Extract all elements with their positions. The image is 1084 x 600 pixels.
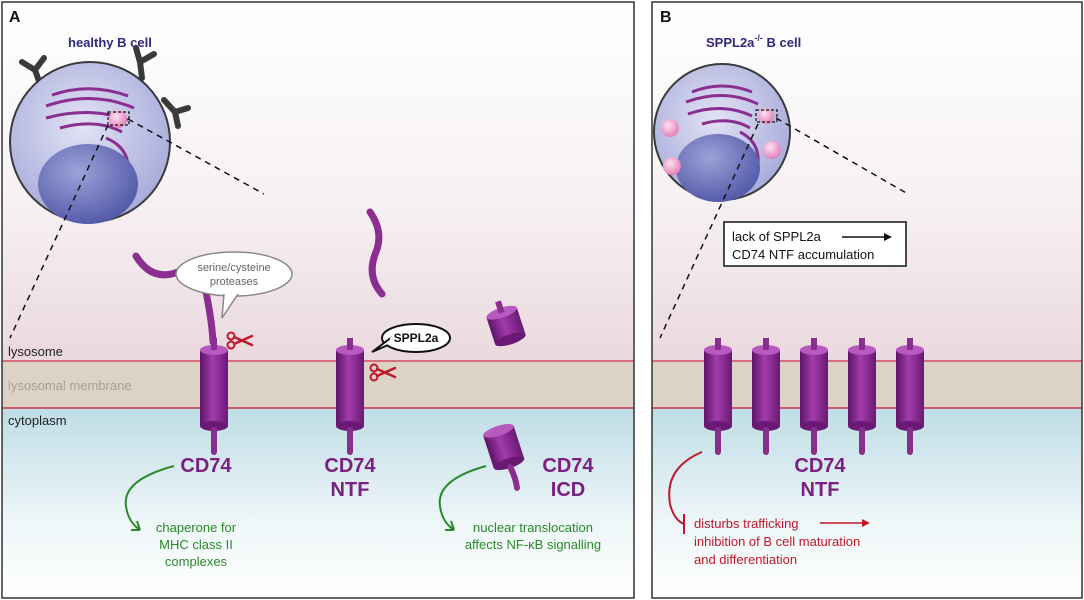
cd74-icd-label-line1: CD74 bbox=[542, 455, 594, 477]
cd74-ntf-protein bbox=[800, 338, 828, 455]
panel-a-frame bbox=[1, 1, 635, 599]
cd74-ntf-protein bbox=[336, 338, 364, 455]
nuclear-line1: nuclear translocation bbox=[473, 520, 593, 535]
released-fragment bbox=[486, 300, 526, 347]
nucleus bbox=[676, 134, 760, 202]
b-cell-illustration bbox=[9, 61, 171, 224]
cd74-ntf-protein bbox=[896, 338, 924, 455]
panel-b: B SPPL2a-/- B cell lack of SPPL2a CD74 N… bbox=[651, 1, 1083, 599]
sppl2a-bubble bbox=[371, 323, 451, 353]
vesicle bbox=[758, 108, 774, 124]
inhibition-arrow-icon bbox=[668, 451, 703, 534]
effect-line2: inhibition of B cell maturation bbox=[694, 534, 860, 549]
effect-line1: disturbs trafficking bbox=[694, 516, 799, 531]
cd74-icd-label-line2: ICD bbox=[551, 479, 585, 501]
sppl2a-ko-cell-illustration bbox=[653, 63, 791, 202]
proteases-bubble bbox=[175, 251, 293, 319]
panel-b-frame bbox=[651, 1, 1083, 599]
chaperone-line3: complexes bbox=[165, 554, 228, 569]
accumulated-cd74-ntf bbox=[704, 338, 924, 455]
cytoplasm-label: cytoplasm bbox=[8, 413, 67, 428]
nuclear-line2: affects NF-κB signalling bbox=[465, 537, 601, 552]
green-arrow-icon bbox=[124, 465, 487, 531]
cd74-label: CD74 bbox=[180, 455, 232, 477]
lysosomal-membrane-label: lysosomal membrane bbox=[8, 378, 132, 393]
vesicle bbox=[109, 110, 127, 128]
panel-b-letter: B bbox=[660, 9, 672, 26]
proteases-line1: serine/cysteine bbox=[197, 262, 270, 274]
cd74-ntf-protein bbox=[704, 338, 732, 455]
healthy-b-cell-title: healthy B cell bbox=[68, 35, 152, 50]
chaperone-line1: chaperone for bbox=[156, 520, 237, 535]
sppl2a-label: SPPL2a bbox=[394, 331, 439, 345]
cd74-icd-protein bbox=[483, 424, 525, 491]
sppl2a-ko-b-cell-title: SPPL2a-/- B cell bbox=[706, 33, 801, 50]
cd74-ntf-protein bbox=[848, 338, 876, 455]
cd74-ntf-label-line2: NTF bbox=[331, 479, 370, 501]
effect-line3: and differentiation bbox=[694, 552, 797, 567]
lysosomal-membrane-band bbox=[2, 362, 634, 408]
arrow-right-icon bbox=[820, 519, 870, 527]
antibody-icon bbox=[19, 45, 191, 129]
arrow-right-icon bbox=[842, 233, 892, 241]
accumulation-info-box bbox=[723, 221, 907, 267]
cd74-ntf-label-line1: CD74 bbox=[324, 455, 376, 477]
nucleus bbox=[38, 144, 138, 224]
proteases-line2: proteases bbox=[210, 276, 259, 288]
info-box-line1: lack of SPPL2a bbox=[732, 229, 822, 244]
cleaved-luminal-fragment bbox=[366, 208, 386, 298]
cd74-ntf-protein bbox=[752, 338, 780, 455]
panel-a-letter: A bbox=[9, 9, 21, 26]
info-box-line2: CD74 NTF accumulation bbox=[732, 247, 874, 262]
vesicle bbox=[661, 119, 679, 137]
vesicle bbox=[663, 157, 681, 175]
panel-a: A healthy B cell lysosome lysosomal memb… bbox=[1, 1, 635, 599]
b-cd74-ntf-label-line2: NTF bbox=[801, 479, 840, 501]
b-cd74-ntf-label-line1: CD74 bbox=[794, 455, 846, 477]
vesicle bbox=[763, 141, 781, 159]
chaperone-line2: MHC class II bbox=[159, 537, 233, 552]
lysosome-label: lysosome bbox=[8, 344, 63, 359]
